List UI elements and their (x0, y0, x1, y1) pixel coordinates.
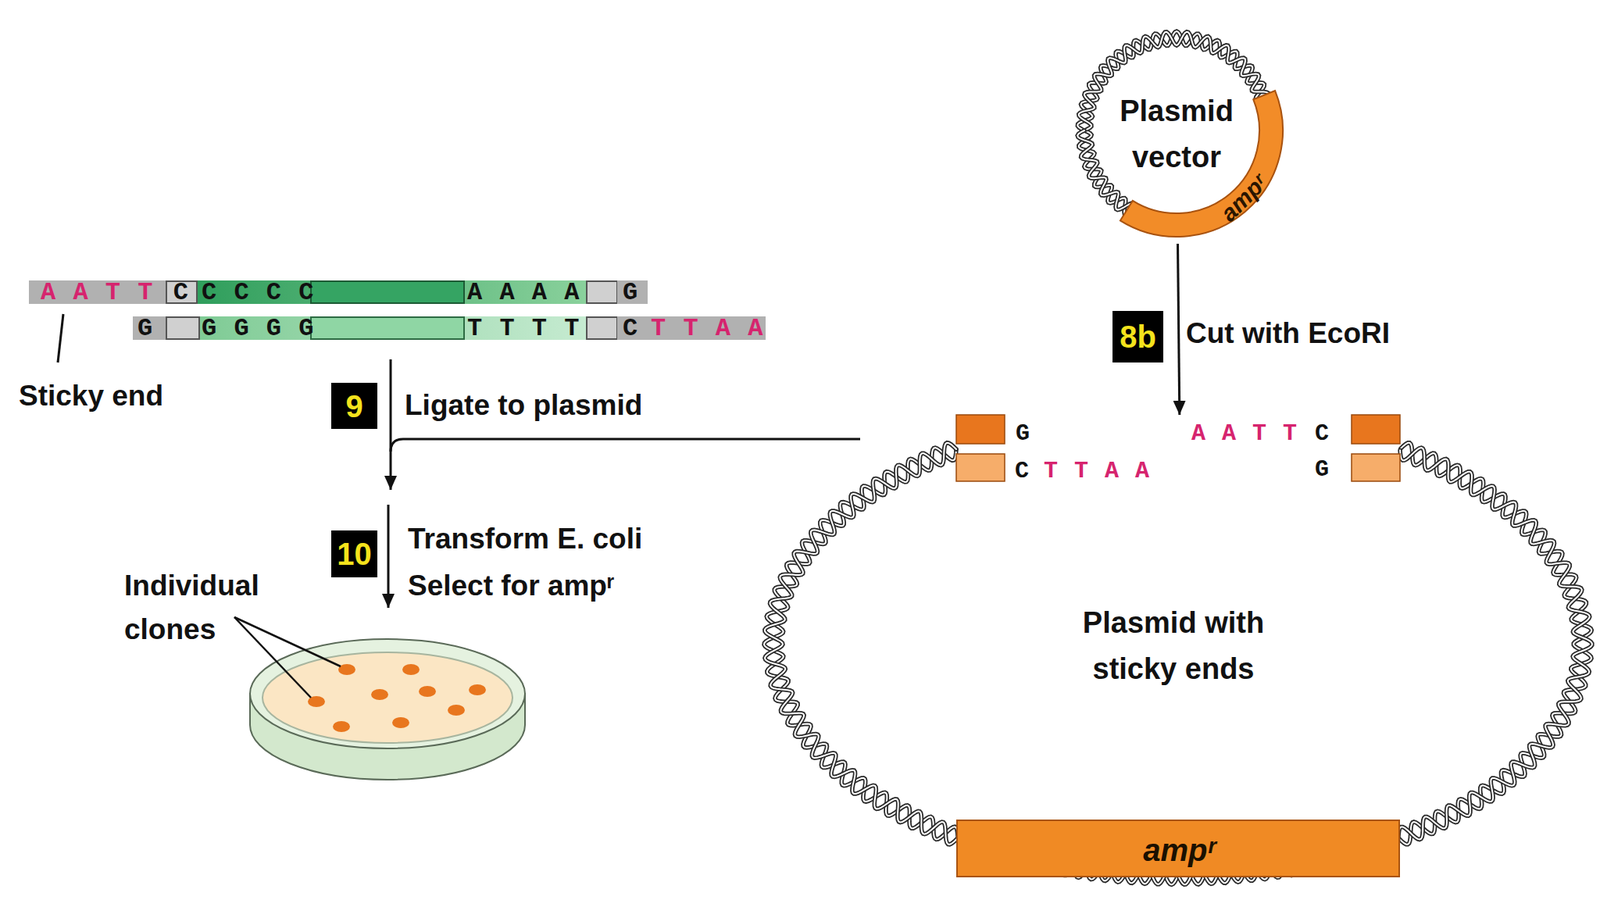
callout-text: 10 (331, 535, 378, 572)
join-line (390, 439, 861, 452)
callout-number: 8b (1112, 310, 1164, 363)
site-box (166, 281, 197, 304)
green-strand (199, 316, 587, 340)
leader-line (57, 314, 64, 363)
part-label: Individual clones (124, 564, 304, 651)
step-label: Transform E. coli (407, 523, 643, 556)
colony (402, 664, 420, 675)
dna-strand-core (764, 442, 1592, 885)
base-letter: C (173, 278, 190, 307)
dna-strand (764, 442, 1593, 886)
linker-bases: G G G G (201, 314, 315, 343)
gray-end (617, 280, 648, 304)
base-letter: G (1314, 457, 1331, 483)
insert-top-strand (28, 280, 648, 304)
petri-dish (250, 639, 525, 780)
vector-end-box (1351, 453, 1400, 482)
callout-number: 9 (331, 382, 378, 429)
dish-rim (250, 639, 525, 749)
callout-text: 9 (331, 388, 378, 425)
vector-end-box (1351, 414, 1400, 444)
gray-end (617, 316, 766, 340)
base-letter: C (1314, 421, 1331, 447)
colony (332, 721, 350, 733)
colony (468, 684, 486, 696)
insert-bottom-strand (132, 316, 766, 340)
tail-bases: A A A A (467, 278, 581, 307)
sticky-end-bases: A A T T (1191, 421, 1299, 447)
gray-end (28, 280, 167, 304)
sticky-end-bases: T T A A (1043, 458, 1151, 485)
green-strand (196, 280, 587, 304)
vector-end-box (956, 414, 1005, 444)
resistance-gene-box: ampʳ (956, 819, 1400, 878)
node-outline (1063, 17, 1290, 244)
node-label: Plasmid with sticky ends (1056, 600, 1291, 693)
step-label: Cut with EcoRI (1185, 317, 1390, 350)
plasmid-vector: Plasmid vector (1063, 17, 1290, 244)
base-letter: C (1014, 458, 1031, 485)
leader-line (234, 617, 341, 667)
colony (371, 689, 389, 700)
tail-bases: T T T T (467, 314, 581, 343)
step-label: Ligate to plasmid (404, 389, 643, 422)
base-letter: G (137, 314, 154, 343)
part-label: Sticky end (18, 380, 164, 413)
node-label: ampʳ (1062, 832, 1297, 868)
process-arrow (387, 504, 390, 608)
callout-number: 10 (331, 530, 378, 578)
site-box (586, 317, 618, 340)
step-label: Select for ampʳ (407, 570, 615, 603)
site-box (586, 281, 618, 304)
open-plasmid: Plasmid with sticky ends ampʳ (775, 414, 1589, 893)
insert-block (310, 281, 465, 304)
sticky-end-bases: T T A A (650, 314, 765, 343)
colony (418, 685, 436, 697)
base-letter: G (1015, 421, 1032, 447)
dna-strand-core (764, 442, 1593, 886)
site-box (166, 317, 200, 340)
base-letter: G (622, 278, 640, 307)
colony (447, 704, 465, 716)
process-arrow (1178, 243, 1180, 415)
base-letter: C (622, 314, 640, 343)
leader-line (234, 617, 311, 698)
vector-end-box (956, 453, 1005, 482)
agar (262, 652, 513, 743)
dna-strand (764, 442, 1592, 885)
sticky-end-bases: A A T T (40, 278, 154, 307)
gray-end (132, 316, 167, 340)
process-arrow (389, 359, 393, 490)
callout-text: 8b (1112, 318, 1164, 355)
insert-block (310, 317, 465, 340)
colony (392, 717, 410, 729)
node-label: Plasmid vector (1098, 88, 1255, 181)
linker-bases: C C C C (201, 278, 315, 307)
